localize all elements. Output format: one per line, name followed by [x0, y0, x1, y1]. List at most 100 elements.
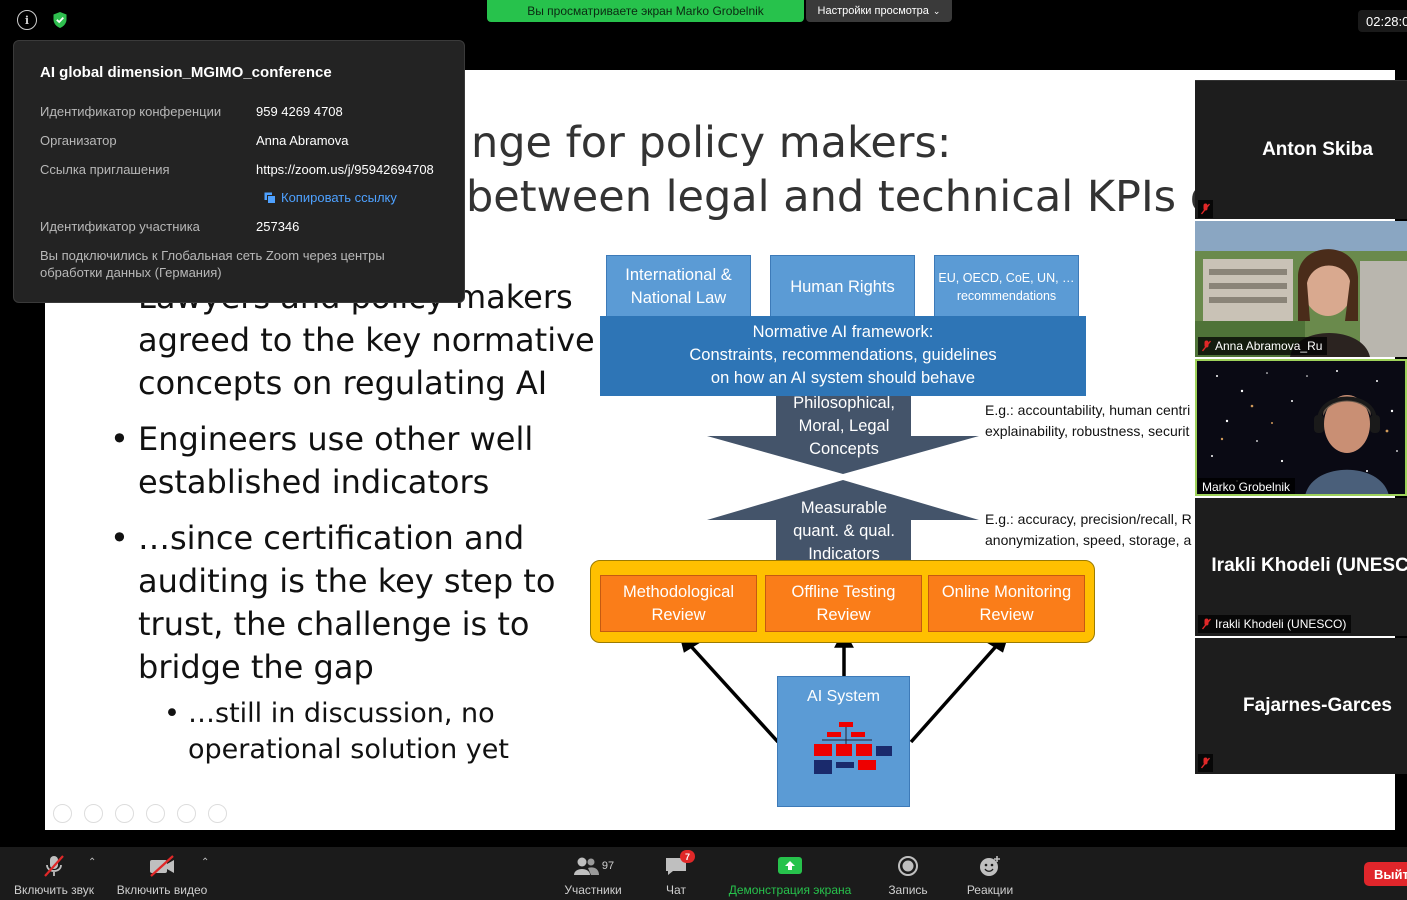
participant-tile-marko-grobelnik[interactable]: Marko Grobelnik [1195, 359, 1407, 496]
concepts-examples: E.g.: accountability, human centri expla… [985, 400, 1190, 442]
unmute-button[interactable]: Включить звук [8, 853, 100, 897]
meeting-id-label: Идентификатор конференции [40, 104, 222, 119]
meeting-timer: 02:28:0 [1358, 10, 1407, 32]
indicators-line-3: Indicators [808, 545, 880, 563]
participants-icon: 97 [558, 853, 628, 879]
participant-tile-irakli-khodeli[interactable]: Irakli Khodeli (UNESCO Irakli Khodeli (U… [1195, 498, 1407, 636]
copy-link-button[interactable]: Копировать ссылку [264, 190, 397, 205]
indicators-line-1: Measurable [800, 499, 888, 517]
participants-button[interactable]: 97 Участники [558, 853, 628, 897]
participants-label: Участники [564, 883, 622, 897]
share-screen-button[interactable]: Демонстрация экрана [720, 853, 860, 897]
sub-bullet: • …still in discussion, no [164, 696, 495, 732]
video-options-chevron-up-icon[interactable]: ⌃ [201, 857, 210, 868]
bullet-3: • …since certification and [110, 517, 525, 560]
info-icon[interactable]: i [17, 10, 37, 30]
audio-options-chevron-up-icon[interactable]: ⌃ [88, 857, 97, 868]
normative-framework-box: Normative AI framework: Constraints, rec… [600, 316, 1086, 396]
mic-muted-icon [1202, 618, 1211, 630]
encryption-shield-icon[interactable] [50, 10, 70, 30]
host-label: Организатор [40, 133, 117, 148]
invite-link-value[interactable]: https://zoom.us/j/95942694708 [256, 162, 434, 177]
reactions-button[interactable]: Реакции [962, 853, 1018, 897]
indicators-arrow-label: Measurable quant. & qual. Indicators [774, 497, 914, 566]
mic-muted-icon [1202, 340, 1211, 352]
ai-architecture-thumbnail-icon [813, 722, 892, 774]
law-box: International &National Law [606, 255, 751, 319]
reactions-label: Реакции [966, 883, 1014, 897]
unmute-label: Включить звук [13, 883, 95, 897]
participant-tile-anna-abramova[interactable]: Anna Abramova_Ru [1195, 221, 1407, 357]
mic-muted-icon [1198, 754, 1213, 772]
slide-title-line-2: between legal and technical KPIs of A [466, 172, 1275, 222]
meeting-info-popup: AI global dimension_MGIMO_conference Иде… [13, 40, 465, 303]
participant-video-anna [1195, 221, 1407, 357]
offline-line-2: Review [816, 605, 871, 624]
zoom-icon[interactable] [177, 804, 196, 823]
slides-grid-icon[interactable] [146, 804, 165, 823]
chat-label: Чат [666, 883, 686, 897]
shared-screen-slide: nge for policy makers: between legal and… [45, 70, 1395, 830]
share-screen-label: Демонстрация экрана [728, 883, 852, 897]
meeting-id-value: 959 4269 4708 [256, 104, 343, 119]
mic-muted-icon [1198, 200, 1213, 218]
slide-nav-controls [53, 804, 227, 823]
concepts-examples-line-2: explainability, robustness, securit [985, 423, 1190, 439]
start-video-label: Включить видео [116, 883, 208, 897]
view-options-button[interactable]: Настройки просмотра ⌄ [806, 0, 952, 22]
concepts-line-2: Moral, Legal [798, 417, 890, 435]
concepts-line-1: Philosophical, [793, 394, 895, 412]
meeting-title: AI global dimension_MGIMO_conference [40, 64, 332, 81]
ai-framework-diagram: International &National Law Human Rights… [45, 70, 1395, 830]
participant-name: Anton Skiba [1262, 139, 1373, 160]
ai-system-label: AI System [807, 688, 880, 705]
recommendations-line-2: recommendations [956, 289, 1057, 303]
indicators-examples-line-2: anonymization, speed, storage, a [985, 532, 1192, 548]
view-options-label: Настройки просмотра [817, 5, 929, 17]
start-video-button[interactable]: Включить видео [112, 853, 212, 897]
sharing-banner: Вы просматриваете экран Marko Grobelnik [487, 0, 804, 22]
top-bar: i Вы просматриваете экран Marko Grobelni… [0, 0, 1407, 40]
concepts-line-3: Concepts [809, 440, 879, 458]
methodological-line-2: Review [651, 605, 706, 624]
recommendations-line-1: EU, OECD, CoE, UN, … [938, 271, 1075, 285]
record-button[interactable]: Запись [883, 853, 933, 897]
previous-slide-icon[interactable] [53, 804, 72, 823]
concepts-examples-line-1: E.g.: accountability, human centri [985, 402, 1191, 418]
bullet-1-line-3: concepts on regulating AI [138, 364, 548, 402]
participant-name: Anna Abramova_Ru [1215, 339, 1323, 353]
chat-bubble-icon [655, 853, 697, 879]
participant-name-tag: Irakli Khodeli (UNESCO) [1198, 615, 1352, 633]
normative-line-3: on how an AI system should behave [710, 369, 976, 387]
chat-unread-badge: 7 [680, 850, 695, 863]
ai-system-box: AI System [777, 676, 910, 807]
data-center-note: Вы подключились к Глобальная сеть Zoom ч… [40, 248, 385, 280]
bullet-3-line-1: …since certification and [138, 519, 525, 557]
leave-button[interactable]: Выйт [1364, 862, 1407, 886]
law-box-line-2: National Law [630, 289, 727, 307]
sub-bullet-marker: • [164, 698, 180, 729]
bullet-3-line-3: trust, the challenge is to [138, 605, 530, 643]
indicators-examples-line-1: E.g.: accuracy, precision/recall, R [985, 511, 1192, 527]
chat-button[interactable]: Чат [655, 853, 697, 897]
record-label: Запись [888, 883, 928, 897]
more-options-icon[interactable] [208, 804, 227, 823]
microphone-muted-icon [8, 853, 100, 879]
copy-link-label: Копировать ссылку [281, 190, 397, 205]
participant-name: Irakli Khodeli (UNESCO [1211, 555, 1407, 576]
recommendations-box: EU, OECD, CoE, UN, … recommendations [934, 255, 1079, 319]
participant-id-value: 257346 [256, 219, 300, 234]
participant-tile-anton-skiba[interactable]: Anton Skiba [1195, 80, 1407, 219]
meeting-toolbar: Включить звук ⌃ Включить видео ⌃ 97 Учас… [0, 847, 1407, 900]
participant-id-label: Идентификатор участника [40, 219, 200, 234]
next-slide-icon[interactable] [84, 804, 103, 823]
participant-tile-fajarnes-garces[interactable]: Fajarnes-Garces [1195, 638, 1407, 774]
copy-icon [264, 192, 276, 204]
participant-tag-name: Irakli Khodeli (UNESCO) [1215, 617, 1347, 631]
slide-title-line-1: nge for policy makers: [471, 118, 952, 168]
pen-icon[interactable] [115, 804, 134, 823]
online-line-2: Review [979, 605, 1034, 624]
